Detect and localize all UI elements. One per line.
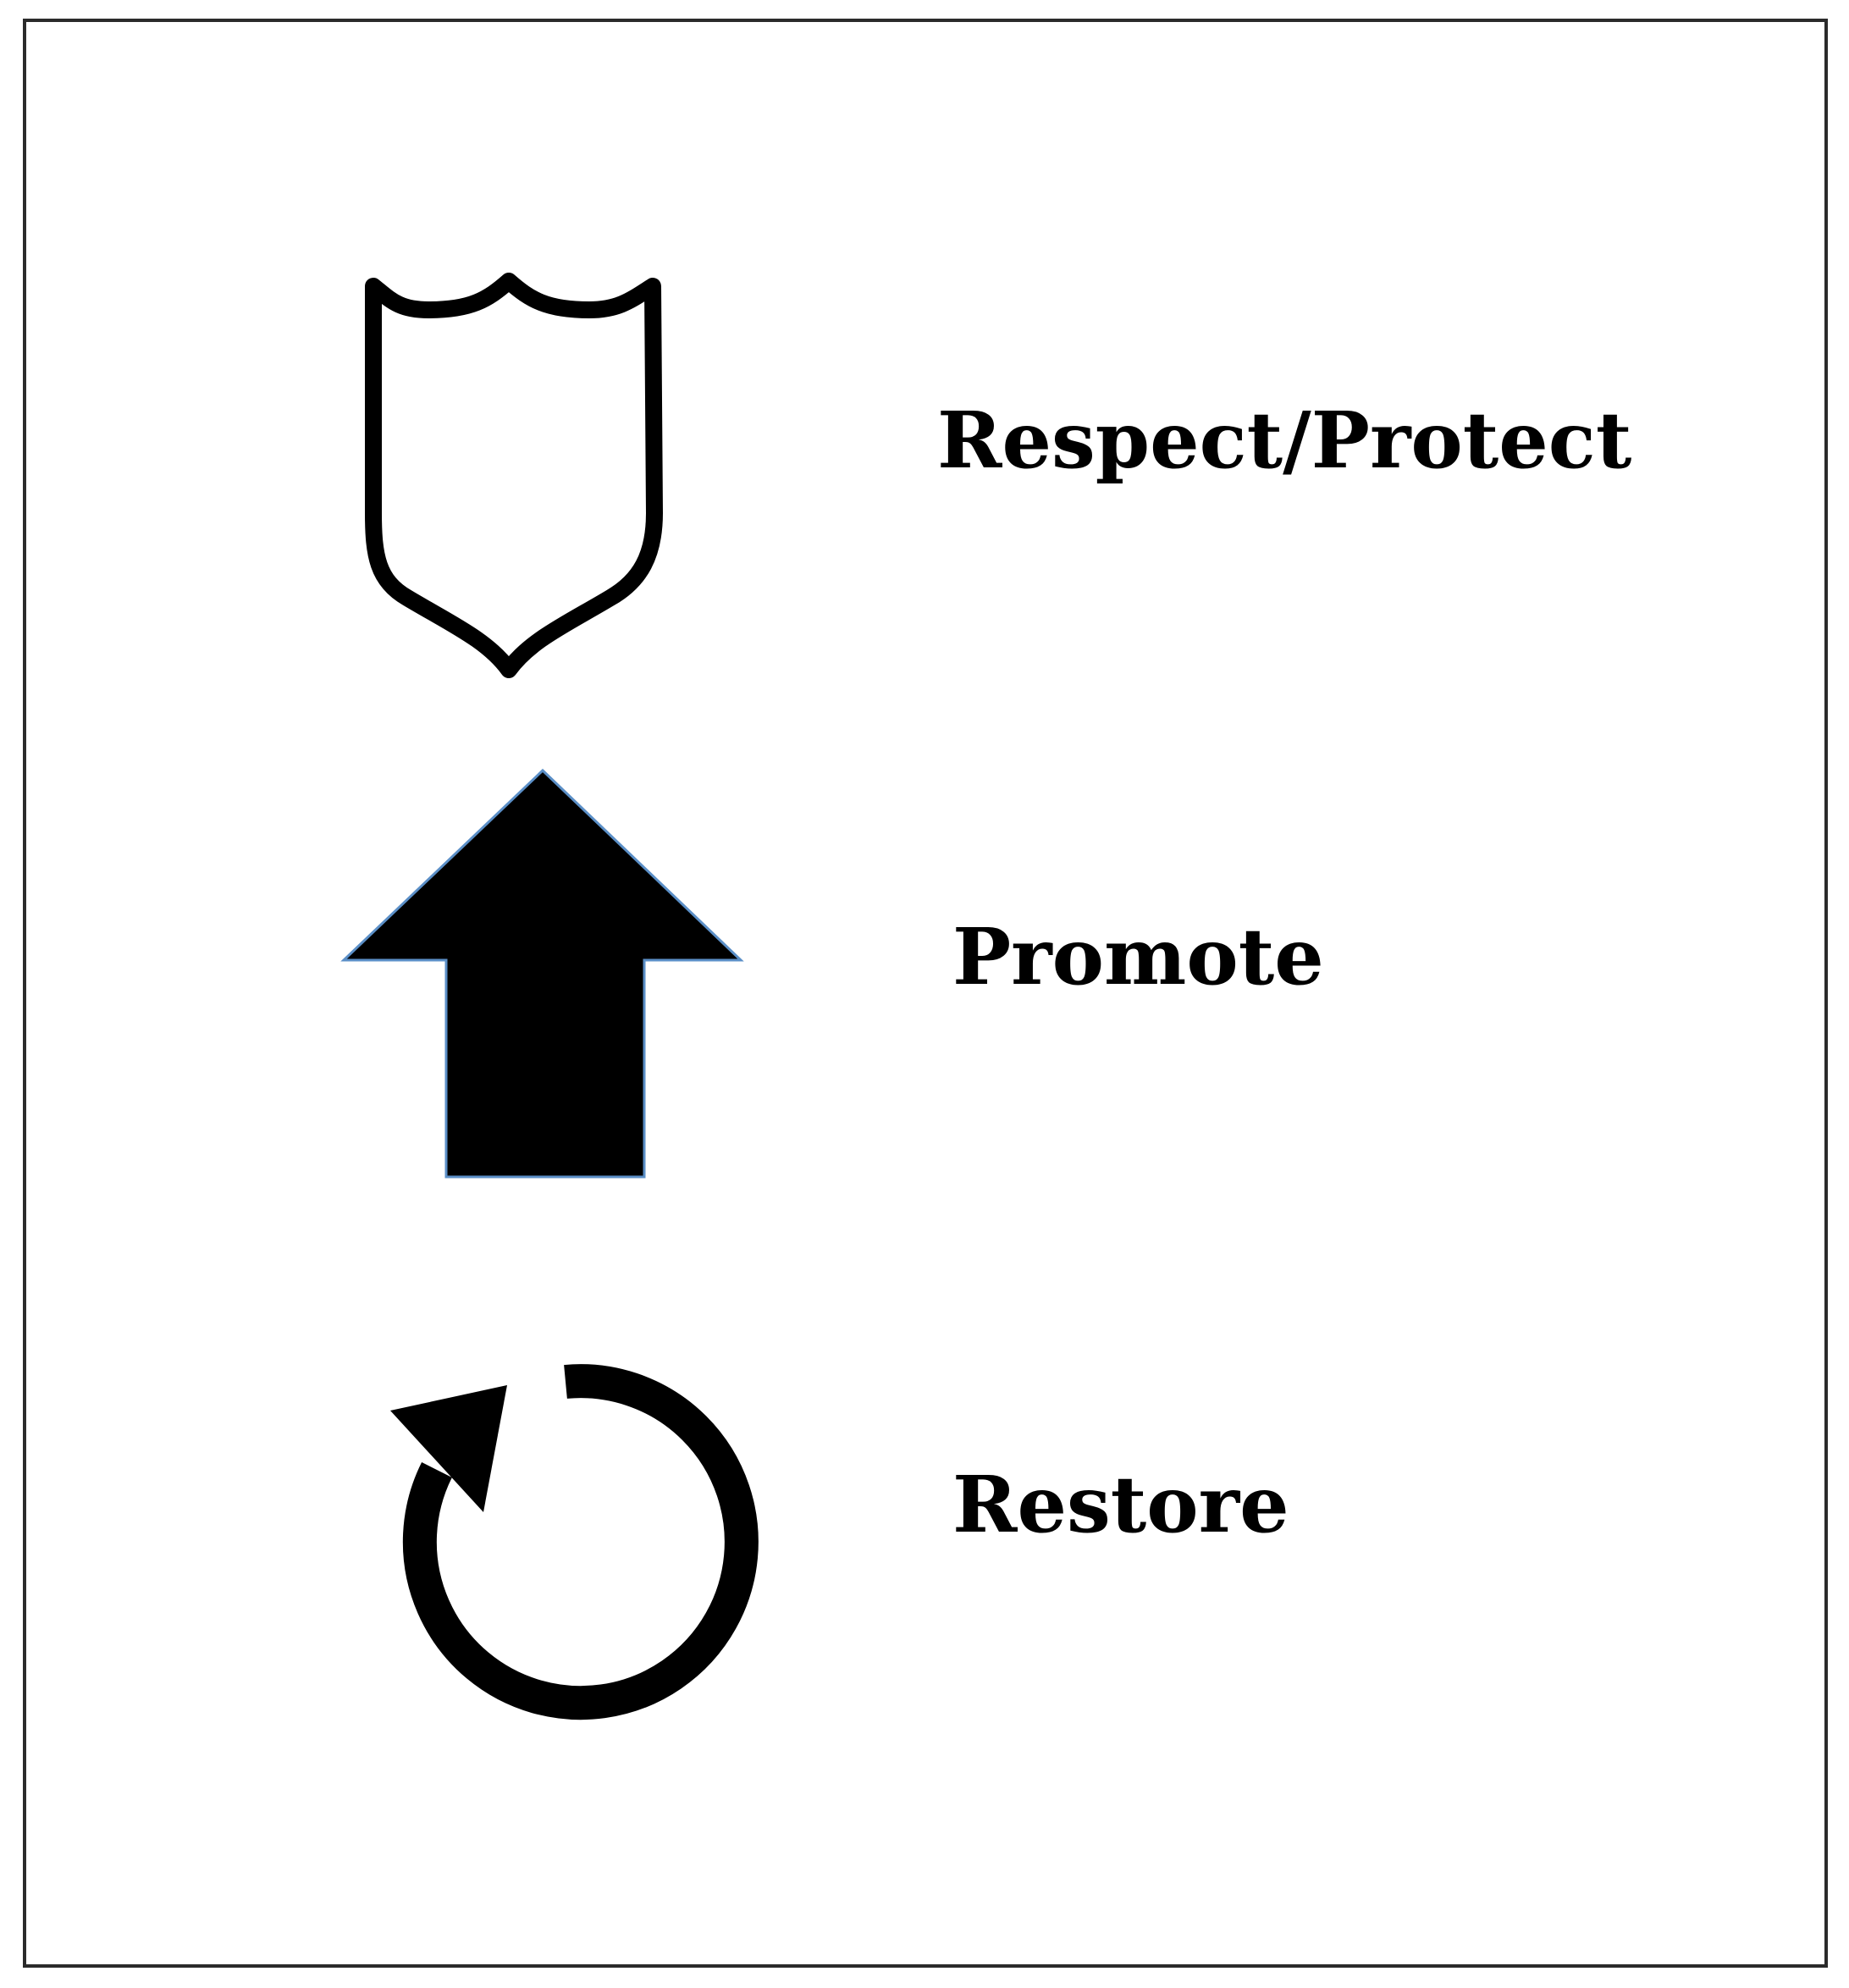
up-arrow-icon xyxy=(334,767,748,1199)
legend-label-respect-protect: Respect/Protect xyxy=(937,395,1632,486)
shield-icon xyxy=(339,251,695,699)
legend-box: Respect/Protect Promote Restore xyxy=(23,19,1828,1968)
circular-arrow-icon xyxy=(356,1343,763,1741)
legend-label-promote: Promote xyxy=(952,911,1324,1002)
legend-label-restore: Restore xyxy=(952,1459,1289,1550)
